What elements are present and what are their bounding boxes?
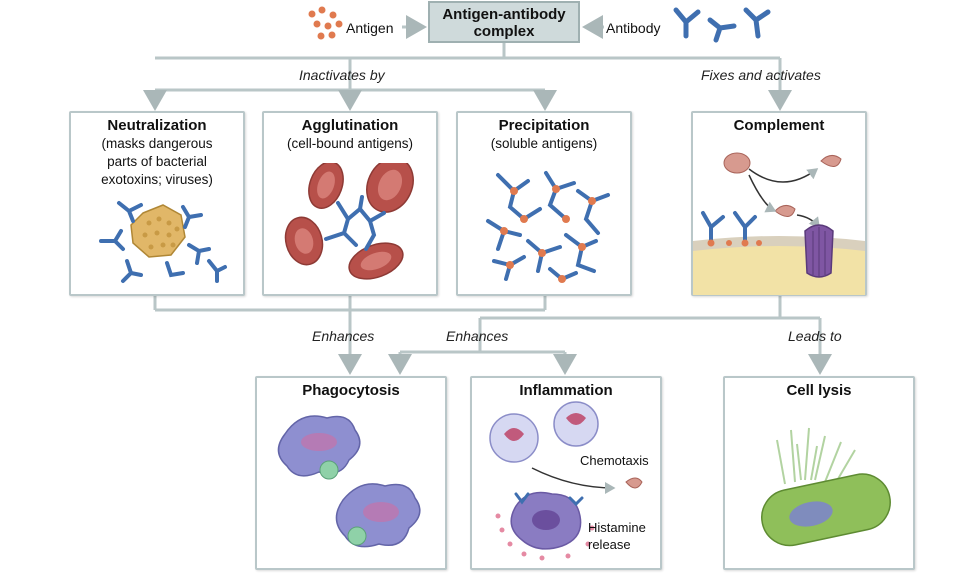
edge-label-enhances-2: Enhances — [446, 328, 509, 344]
inflammation-cells-icon — [489, 401, 643, 561]
inflammation-title: Inflammation — [519, 382, 613, 399]
red-blood-cells-icon — [284, 163, 414, 280]
edge-label-enhances-1: Enhances — [312, 328, 375, 344]
agglutination-sub: (cell-bound antigens) — [286, 136, 414, 151]
precipitation-title: Precipitation — [498, 117, 590, 134]
histamine-label-1: Histamine — [588, 520, 646, 535]
chemotaxis-label: Chemotaxis — [580, 453, 649, 468]
neutralization-sub-2: parts of bacterial — [107, 154, 207, 169]
phagocytosis-box: Phagocytosis — [255, 376, 447, 570]
edge-label-inactivates: Inactivates by — [299, 67, 385, 83]
phagocytosis-title: Phagocytosis — [302, 382, 400, 399]
neutralization-sub-3: exotoxins; viruses) — [101, 172, 213, 187]
histamine-label-2: release — [588, 537, 631, 552]
agglutination-box: Agglutination (cell-bound antigens) — [262, 111, 438, 296]
macrophage-icon — [277, 415, 421, 548]
antigen-antibody-complex-node: Antigen-antibody complex — [428, 1, 580, 43]
complement-box: Complement — [691, 111, 867, 296]
precipitation-sub: (soluble antigens) — [490, 136, 598, 151]
edge-label-leads-to: Leads to — [788, 328, 842, 344]
cell-lysis-box: Cell lysis — [723, 376, 915, 570]
virus-icon — [99, 201, 227, 283]
precipitation-box: Precipitation (soluble antigens) — [456, 111, 632, 296]
agglutination-title: Agglutination — [301, 117, 399, 134]
lysed-bacterium-icon — [761, 427, 891, 547]
root-title: Antigen-antibody complex — [442, 6, 566, 40]
edge-label-fixes: Fixes and activates — [701, 67, 821, 83]
neutralization-box: Neutralization (masks dangerous parts of… — [69, 111, 245, 296]
antibody-label: Antibody — [606, 20, 661, 36]
cell-lysis-title: Cell lysis — [786, 382, 852, 399]
neutralization-title: Neutralization — [107, 117, 207, 134]
neutralization-sub-1: (masks dangerous — [101, 136, 213, 151]
antigen-label: Antigen — [346, 20, 394, 36]
complement-title: Complement — [733, 117, 825, 134]
lattice-icon — [486, 171, 610, 283]
inflammation-box: Inflammation Chemotaxis Histamine releas… — [470, 376, 662, 570]
complement-membrane-icon — [693, 152, 865, 295]
